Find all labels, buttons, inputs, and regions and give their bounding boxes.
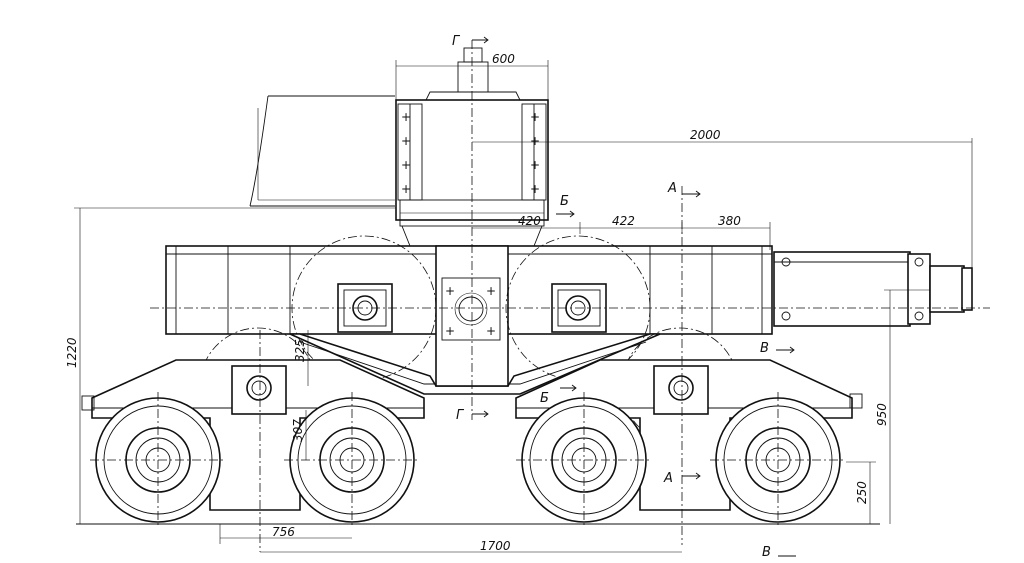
svg-text:+: + <box>401 134 411 148</box>
bolt-marks-right: + + + + <box>530 110 540 196</box>
svg-text:+: + <box>401 110 411 124</box>
section-v-bottom: В <box>762 545 771 558</box>
dim-600: 600 <box>492 52 515 66</box>
svg-text:+: + <box>445 324 455 338</box>
svg-text:+: + <box>401 158 411 172</box>
dim-950: 950 <box>875 403 889 426</box>
dim-2000: 2000 <box>690 128 721 142</box>
wheel-3 <box>516 392 652 528</box>
dimension-lines <box>74 60 973 553</box>
svg-text:+: + <box>486 324 496 338</box>
dim-325: 325 <box>293 339 307 362</box>
section-b-top: Б <box>560 194 569 209</box>
section-arrows <box>472 36 796 557</box>
dim-250: 250 <box>855 481 869 504</box>
centre-lines <box>150 40 990 552</box>
dimension-labels: 600 2000 420 422 380 1220 325 307 950 25… <box>65 52 889 553</box>
svg-text:+: + <box>530 110 540 124</box>
svg-text:+: + <box>530 134 540 148</box>
coupler <box>773 251 973 327</box>
section-a-top: А <box>667 181 677 196</box>
section-labels: Г Г Б Б А А В В <box>452 34 771 560</box>
section-g-top: Г <box>452 34 461 49</box>
car-body-fragment <box>249 95 395 207</box>
dim-1700: 1700 <box>480 539 511 553</box>
dim-380: 380 <box>718 214 741 228</box>
wheel-2 <box>284 392 420 528</box>
section-v-mid: В <box>760 341 769 356</box>
wheel-1 <box>90 392 226 528</box>
section-b-bottom: Б <box>540 391 549 406</box>
bolt-marks-left: + + + + <box>401 110 411 196</box>
svg-text:+: + <box>401 182 411 196</box>
dim-307: 307 <box>291 419 305 442</box>
section-g-bottom: Г <box>456 408 465 423</box>
svg-text:+: + <box>530 158 540 172</box>
svg-text:+: + <box>445 284 455 298</box>
dim-422: 422 <box>612 214 635 228</box>
dim-1220: 1220 <box>65 337 79 368</box>
svg-text:+: + <box>486 284 496 298</box>
wheel-4 <box>710 392 846 528</box>
dim-420: 420 <box>518 214 541 228</box>
svg-text:+: + <box>530 182 540 196</box>
section-a-bottom: А <box>663 471 673 486</box>
dim-756: 756 <box>272 525 295 539</box>
